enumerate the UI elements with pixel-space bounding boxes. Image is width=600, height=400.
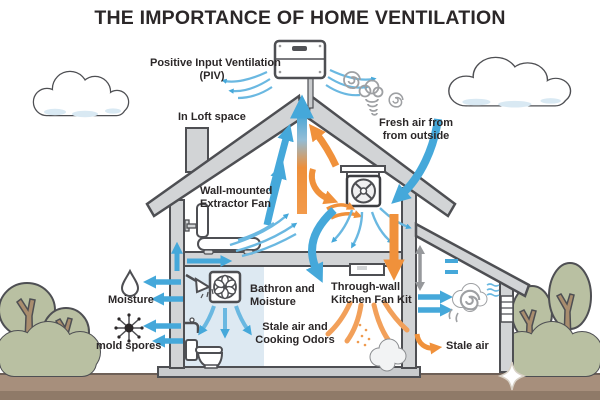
kitchen-fan-unit (340, 165, 386, 208)
label-fresh-air: Fresh air from from outside (372, 117, 460, 142)
bathroom-label-line2: Moisture (250, 295, 296, 308)
moisture-out-arrows (142, 275, 183, 348)
piv-stem (307, 76, 314, 109)
label-mold-spores: mold spores (96, 340, 161, 353)
stale-air-swirl-icon (448, 283, 488, 323)
house-structure (145, 76, 531, 378)
diagram-title: THE IMPORTANCE OF HOME VENTILATION (94, 7, 506, 29)
piv-unit (273, 39, 327, 80)
kitchen-fan-label-line2: Kitchen Fan Kit (331, 293, 412, 306)
loft-label-line1: In Loft space (178, 111, 246, 123)
label-stale-cooking: Stale air and Cooking Odors (253, 321, 337, 346)
label-wall-fan: Wall-mounted Extractor Fan (200, 185, 272, 210)
label-moisture: Moisture (108, 294, 154, 307)
trees-right (501, 262, 600, 377)
steam-coil-icon (358, 79, 384, 116)
odor-speckles (356, 323, 371, 347)
fresh-air-to-kitchen-arrow (305, 207, 337, 283)
stale-air-label-line1: Stale air (446, 340, 489, 352)
moisture-drop-icon (120, 268, 140, 297)
label-loft: In Loft space (178, 111, 246, 124)
bathroom-extractor-fan (208, 270, 242, 304)
cloud-left (32, 70, 130, 118)
moisture-label-line1: Moisture (108, 294, 154, 306)
stale-cooking-label-line1: Stale air and (262, 321, 328, 333)
wall-cavity-arrows (170, 241, 233, 271)
kitchen-fan-label-line1: Through-wall (331, 281, 401, 293)
label-kitchen-fan: Through-wall Kitchen Fan Kit (331, 281, 412, 306)
stale-cooking-label-line2: Cooking Odors (255, 333, 335, 346)
sparkle-icon (497, 361, 527, 391)
vent-grille (486, 283, 514, 323)
bathroom-fixtures (185, 270, 242, 369)
wall-fan-label-line2: Extractor Fan (200, 197, 271, 210)
loft-airflow-arrows (263, 94, 363, 226)
extractor-fan-streams (229, 213, 298, 258)
extension-post (499, 277, 514, 373)
mold-spores-icon (114, 313, 144, 343)
double-arrow-icon (415, 245, 425, 291)
foundation-slab (157, 366, 421, 378)
right-wall (401, 187, 417, 369)
faucet-icon (185, 317, 200, 333)
piv-label-line1: Positive Input Ventilation (150, 57, 281, 69)
trees-left (0, 282, 101, 377)
toilet-icon (185, 339, 224, 369)
fresh-air-arrow (391, 118, 442, 204)
fresh-air-label-line2: from outside (382, 129, 450, 142)
label-piv: Positive Input Ventilation (PIV) (150, 57, 281, 82)
extension-roof (414, 221, 531, 298)
bathroom-label-line1: Bathron and (250, 283, 315, 295)
shower-icon (185, 273, 214, 299)
label-bathroom: Bathron and Moisture (250, 283, 315, 308)
air-swirl-icons (343, 71, 404, 116)
fresh-air-label-line1: Fresh air from (379, 117, 453, 129)
cooking-steam-icon (369, 338, 407, 372)
wall-fan-label-line1: Wall-mounted (200, 185, 273, 197)
stale-out-arrows (414, 259, 458, 355)
mold-spores-label-line1: mold spores (96, 340, 162, 352)
bathroom-fan-arrows (198, 305, 252, 339)
piv-label-line2: (PIV) (199, 69, 225, 82)
label-stale-air: Stale air (446, 340, 489, 353)
cooking-odor-arcs (325, 300, 410, 344)
cloud-right (448, 56, 572, 108)
